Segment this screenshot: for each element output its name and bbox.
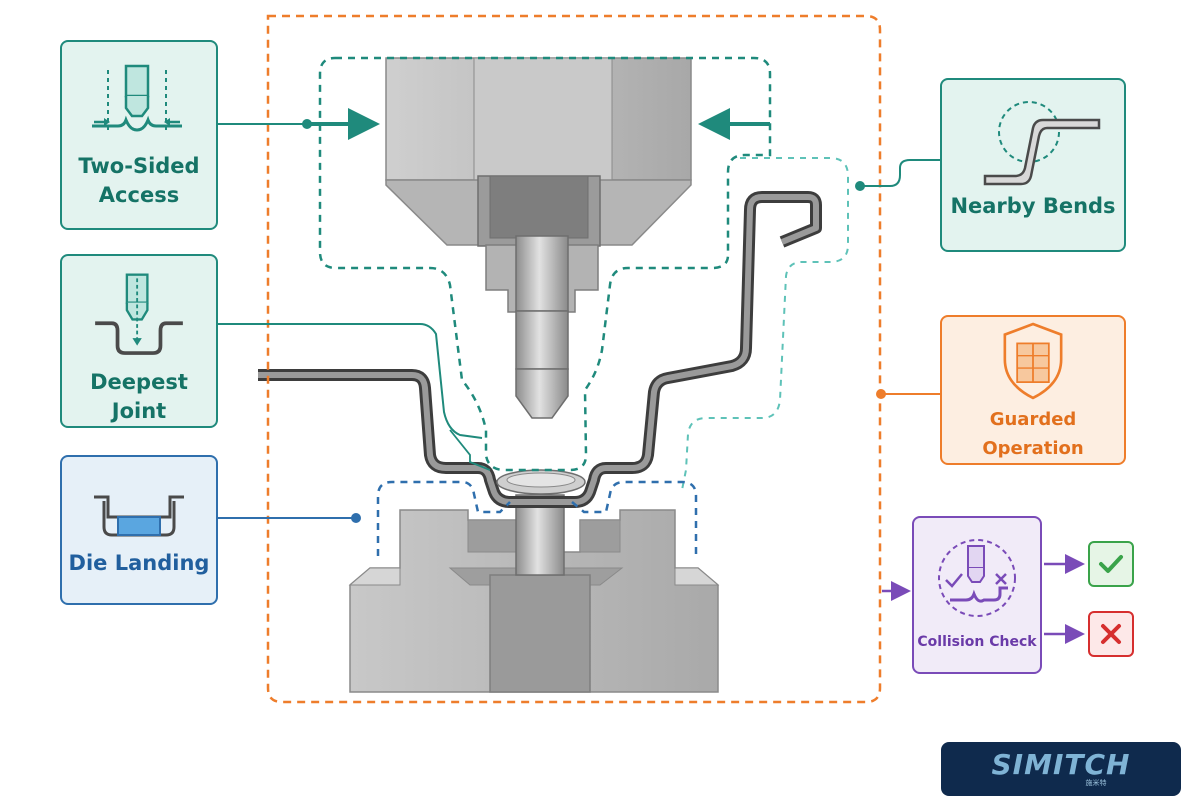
collision-check-label: Collision Check — [917, 634, 1037, 650]
lower-die — [348, 494, 720, 693]
brand-name: SIMITCH — [991, 748, 1131, 781]
two-sided-access-zone — [318, 56, 772, 472]
nearby-bends-zone — [681, 157, 849, 491]
brand-subtitle: 施米特 — [1085, 780, 1107, 787]
connectors — [218, 119, 1085, 644]
die-landing-card: Die Landing — [60, 455, 218, 605]
guarded-operation-card: Guarded Operation — [940, 315, 1126, 465]
sheet-metal-part — [258, 191, 822, 508]
check-icon — [1099, 555, 1123, 573]
two-sided-access-icon — [92, 64, 182, 134]
deepest-joint-icon — [95, 273, 183, 355]
deepest-joint-label: Deepest Joint — [90, 370, 188, 423]
guarded-operation-label: Guarded Operation — [982, 409, 1084, 459]
guarded-zone-outline — [266, 14, 882, 704]
pass-result — [1088, 541, 1134, 587]
die-landing-icon — [94, 495, 184, 537]
shield-icon — [1003, 322, 1063, 400]
nearby-bends-card: Nearby Bends — [940, 78, 1126, 252]
deepest-joint-zone — [449, 429, 491, 471]
cross-icon — [1101, 624, 1121, 644]
brand-logo: SIMITCH 施米特 — [941, 742, 1181, 796]
collision-check-card: Collision Check — [912, 516, 1042, 674]
fail-result — [1088, 611, 1134, 657]
collision-check-icon — [938, 539, 1016, 617]
two-sided-access-card: Two-Sided Access — [60, 40, 218, 230]
nearby-bends-icon — [983, 101, 1101, 186]
upper-punch — [385, 57, 692, 419]
deepest-joint-card: Deepest Joint — [60, 254, 218, 428]
nearby-bends-label: Nearby Bends — [950, 194, 1116, 218]
die-landing-label: Die Landing — [68, 551, 210, 575]
two-sided-access-label: Two-Sided Access — [78, 154, 200, 207]
die-landing-zone — [376, 480, 698, 560]
